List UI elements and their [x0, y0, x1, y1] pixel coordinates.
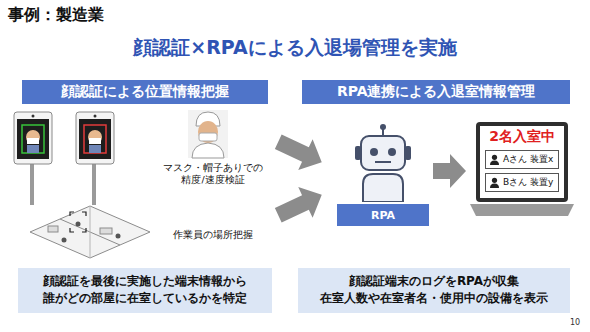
office-map [30, 206, 150, 258]
summary-text: 顔認証を最後に実施した端末情報から 誰がどの部屋に在室しているかを特定 [26, 273, 264, 308]
page-number: 10 [570, 318, 580, 327]
face-terminal [76, 112, 114, 205]
person-entry: Bさん 装置y [503, 176, 553, 189]
person-body [490, 161, 499, 166]
person-entry: Aさん 装置x [503, 153, 553, 166]
robot-eye [370, 148, 378, 156]
face-terminal [14, 112, 52, 205]
rpa-label: RPA [371, 209, 395, 222]
person-head [492, 155, 497, 160]
rpa-band: RPA [337, 204, 429, 226]
header-text: RPA連携による入退室情報管理 [337, 83, 536, 101]
laptop-display [480, 126, 564, 198]
rpa-robot: RPA [337, 122, 429, 230]
robot-icon [337, 122, 429, 202]
feature-note: 作業員の場所把握 [158, 228, 268, 242]
flow-arrow [271, 126, 329, 230]
section-header: RPA連携による入退室情報管理 [302, 80, 570, 104]
laptop-base [470, 204, 574, 216]
masked-worker [188, 110, 228, 158]
person-body [490, 184, 499, 189]
section-header: 顔認証による位置情報把握 [22, 80, 268, 104]
person-icon [489, 154, 500, 165]
feature-note: マスク・帽子ありでの 精度/速度検証 [158, 162, 268, 187]
screen-content: 2名入室中 Aさん 装置xBさん 装置y [482, 128, 562, 196]
person-head [492, 178, 497, 183]
robot-body [363, 174, 403, 202]
slide-title: 顔認証×RPAによる入退場管理を実施 [0, 35, 590, 61]
robot-head [361, 136, 405, 170]
robot-antenna [380, 124, 386, 130]
summary-box: 顔認証端末のログをRPAが収集 在室人数や在室者名・使用中の設備を表示 [298, 268, 570, 313]
person-icon [489, 177, 500, 188]
screen-status: 2名入室中 [482, 128, 562, 146]
person-row: Aさん 装置x [485, 150, 559, 169]
robot-eye [388, 148, 396, 156]
summary-box: 顔認証を最後に実施した端末情報から 誰がどの部屋に在室しているかを特定 [18, 268, 272, 313]
summary-text: 顔認証端末のログをRPAが収集 在室人数や在室者名・使用中の設備を表示 [306, 273, 562, 308]
case-heading: 事例：製造業 [8, 5, 104, 26]
laptop-screen: 2名入室中 Aさん 装置xBさん 装置y [470, 120, 574, 220]
robot-ear [355, 146, 361, 160]
header-text: 顔認証による位置情報把握 [61, 83, 229, 101]
person-row: Bさん 装置y [485, 173, 559, 192]
flow-arrow [433, 154, 466, 188]
laptop-lid [476, 122, 568, 202]
robot-mouth [375, 161, 391, 163]
robot-ear [405, 146, 411, 160]
